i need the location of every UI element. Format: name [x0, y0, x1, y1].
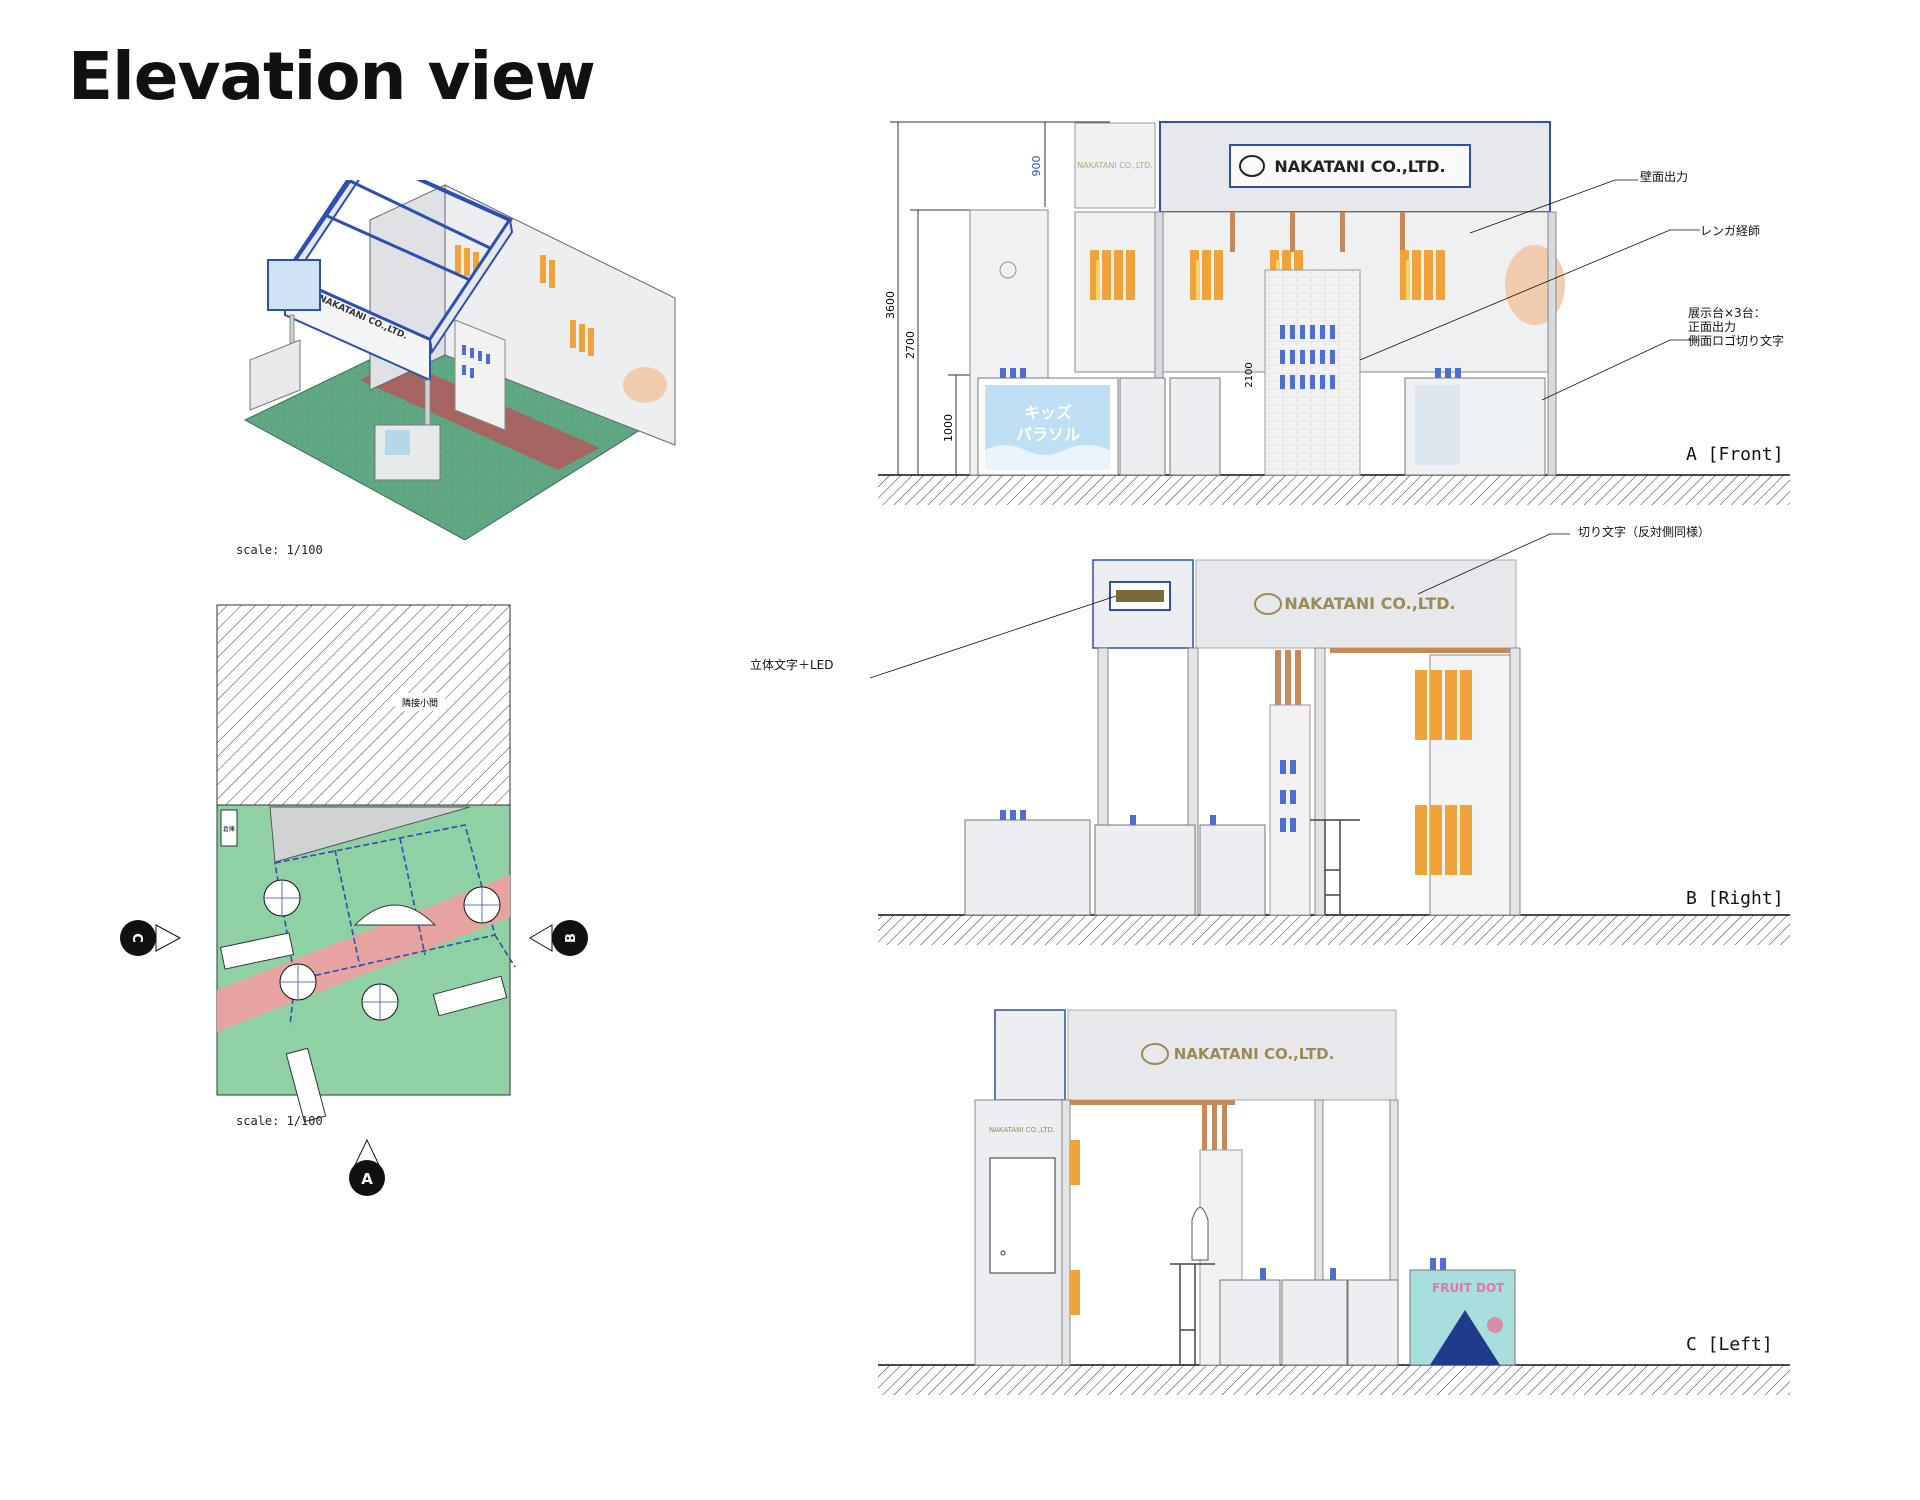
- dim-lines: [890, 121, 1110, 475]
- dim-3600: 3600: [884, 291, 897, 319]
- right-display-1: [964, 819, 1091, 916]
- note-display-3: 側面ロゴ切り文字: [1688, 334, 1785, 348]
- right-elevation: NAKATANI CO.,LTD.: [870, 533, 1790, 945]
- plan-view: 隣接小間 倉庫 C B: [120, 604, 588, 1196]
- back-wall-right: [444, 184, 676, 446]
- display-table-1: [249, 339, 301, 411]
- svg-text:C: C: [129, 933, 144, 943]
- door: [989, 1157, 1056, 1274]
- kids-panel-line2: パラソル: [1016, 425, 1080, 444]
- brick-partition: [1264, 269, 1361, 476]
- plan-side-label: 倉庫: [223, 825, 235, 833]
- note-wall-print: 壁面出力: [1640, 170, 1689, 184]
- view-label-right: B [Right]: [1686, 888, 1784, 909]
- view-label-left: C [Left]: [1686, 1334, 1773, 1355]
- left-display-1: [1219, 1279, 1281, 1366]
- fruit-dot-text: FRUIT DOT: [1432, 1281, 1505, 1295]
- note-cut-letters: 切り文字（反対側同様）: [1578, 525, 1711, 539]
- left-sign-text: NAKATANI CO.,LTD.: [1174, 1045, 1335, 1063]
- page-title: Elevation view: [68, 38, 596, 115]
- front-sign-text: NAKATANI CO.,LTD.: [1274, 157, 1445, 176]
- brick-pillar: [454, 319, 506, 431]
- right-display-2: [1094, 824, 1196, 916]
- note-display-1: 展示台×3台：: [1688, 306, 1766, 320]
- left-elevation: NAKATANI CO.,LTD. NAKATANI CO.,LTD. FRUI…: [878, 1009, 1790, 1395]
- marker-c[interactable]: C: [120, 920, 182, 956]
- right-fascia: [1195, 559, 1517, 649]
- iso-panel-left: [267, 259, 321, 311]
- front-side-sign: [1074, 122, 1156, 209]
- dim-2100: 2100: [1244, 362, 1255, 387]
- wall-umbrellas: [455, 245, 594, 356]
- front-display-mid: [1169, 377, 1221, 476]
- front-product-grid: [1280, 325, 1335, 389]
- neighbor-label: 隣接小間: [402, 697, 438, 709]
- front-side-sign-text: NAKATANI CO.,LTD.: [1077, 161, 1153, 170]
- ground-left: [878, 1365, 1790, 1395]
- right-brick-pillar: [1269, 704, 1311, 916]
- left-display-2: [1281, 1279, 1348, 1366]
- marker-b[interactable]: B: [529, 920, 588, 956]
- right-display-3: [1199, 824, 1266, 916]
- note-brick: レンガ経師: [1700, 224, 1761, 238]
- plan-tables: [219, 932, 508, 1123]
- wall-print: [623, 367, 667, 403]
- isometric-scale: scale: 1/100: [236, 543, 323, 557]
- ground-front: [878, 475, 1790, 505]
- kids-panel-line1: キッズ: [1024, 403, 1072, 422]
- neighbor-booth: [216, 604, 511, 806]
- left-fascia: [1067, 1009, 1397, 1101]
- front-elevation: 3600 2700 1000 900 NAKATANI CO.,LTD. NAK…: [878, 121, 1790, 505]
- left-side-sign-text: NAKATANI CO.,LTD.: [989, 1126, 1055, 1134]
- svg-text:B: B: [564, 933, 579, 943]
- plan-scale: scale: 1/100: [236, 1114, 323, 1128]
- mirror: [1191, 1207, 1209, 1261]
- marker-a[interactable]: A: [349, 1138, 385, 1196]
- right-sign-text: NAKATANI CO.,LTD.: [1284, 594, 1455, 613]
- view-label-front: A [Front]: [1686, 444, 1784, 465]
- note-led: 立体文字＋LED: [750, 658, 834, 672]
- svg-text:A: A: [361, 1170, 373, 1188]
- dim-1000: 1000: [942, 414, 955, 442]
- isometric-view: NAKATANI CO.,LTD.: [243, 180, 676, 540]
- dim-900: 900: [1030, 156, 1043, 177]
- ground-right: [878, 915, 1790, 945]
- right-umbrellas: [1415, 670, 1472, 875]
- dim-2700: 2700: [904, 331, 917, 359]
- note-display-2: 正面出力: [1688, 320, 1737, 334]
